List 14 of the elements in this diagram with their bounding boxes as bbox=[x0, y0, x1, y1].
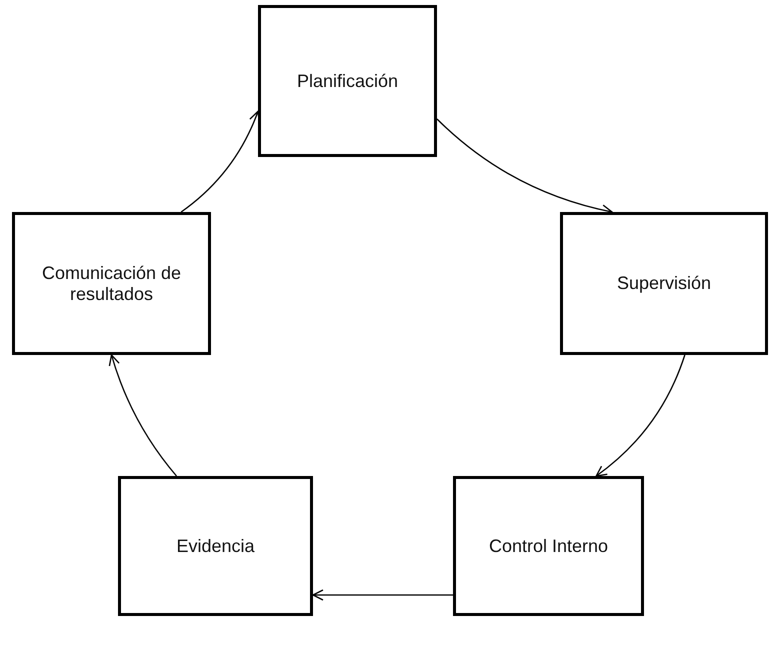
box-label: Evidencia bbox=[175, 536, 256, 556]
arrow bbox=[180, 110, 260, 213]
box-label: Supervisión bbox=[616, 273, 712, 294]
arrow bbox=[596, 354, 686, 477]
process-box bbox=[118, 476, 313, 616]
process-box bbox=[12, 212, 211, 355]
process-box bbox=[258, 5, 437, 157]
arrow bbox=[312, 589, 453, 601]
box-label: Planificación bbox=[296, 70, 400, 92]
box-label: Control Interno bbox=[488, 536, 610, 556]
process-box bbox=[453, 476, 644, 616]
arrow bbox=[108, 354, 177, 476]
box-label: Comunicación de resultados bbox=[40, 262, 182, 304]
process-box bbox=[560, 212, 768, 355]
